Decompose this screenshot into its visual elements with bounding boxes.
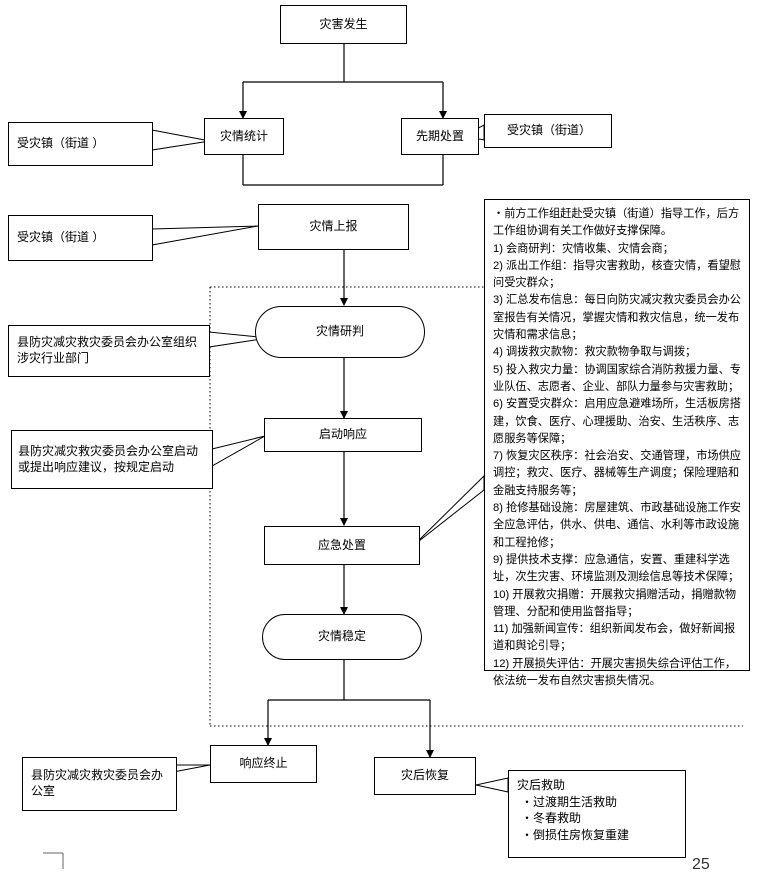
measure-item: 2) 派出工作组：指导灾害救助，核查灾情，看望慰问受灾群众； [493,259,741,290]
node-disaster-stabilized: 灾情稳定 [262,614,422,660]
node-disaster-statistics: 灾情统计 [204,118,284,155]
measure-item: 11) 加强新闻宣传：组织新闻发布会，做好新闻报道和舆论引导； [493,623,736,653]
callout-pointer [475,777,509,793]
measure-item: 8) 抢修基础设施：房屋建筑、市政基础设施工作安全应急评估，供水、供电、通信、水… [493,502,741,549]
relief-item: 倒损住房恢复重建 [521,827,677,844]
relief-list: 过渡期生活救助 冬春救助 倒损住房恢复重建 [517,794,677,844]
note-early-actor: 受灾镇（街道） [484,114,612,148]
note-text: 受灾镇（街道 ） [17,230,105,245]
post-disaster-relief-box: 灾后救助 过渡期生活救助 冬春救助 倒损住房恢复重建 [508,770,686,858]
note-text: 受灾镇（街道 ） [17,136,105,151]
measure-item: 1) 会商研判：灾情收集、灾情会商； [493,242,674,255]
node-response-termination: 响应终止 [210,745,317,783]
relief-title: 灾后救助 [517,778,566,792]
note-launch-actor: 县防灾减灾救灾委员会办公室启动或提出响应建议，按规定启动 [11,430,213,489]
note-assessment-actor: 县防灾减灾救灾委员会办公室组织涉灾行业部门 [8,325,210,377]
note-termination-actor: 县防灾减灾救灾委员会办公室 [22,757,177,811]
measure-item: 12) 开展损失评估：开展灾害损失综合评估工作，依法统一发布自然灾害损失情况。 [493,657,737,688]
node-disaster-report: 灾情上报 [258,204,409,250]
measure-item: 3) 汇总发布信息：每日向防灾减灾救灾委员会办公室报告有关情况，掌握灾情和救灾信… [493,294,741,342]
page-number: 25 [692,856,710,873]
callout-pointer [211,435,266,467]
measure-item: ・前方工作组赶赴受灾镇（街道）指导工作，后方工作组协调有关工作做好支撑保障。 [493,208,740,238]
node-disaster-occurs: 灾害发生 [280,5,407,44]
node-early-response: 先期处置 [401,118,479,155]
measure-item: 6) 安置受灾群众：启用应急避难场所，生活板房搭建，饮食、医疗、心理援助、治安、… [493,398,741,445]
callout-pointer [151,225,259,246]
note-text: 县防灾减灾救灾委员会办公室启动或提出响应建议，按规定启动 [18,443,199,474]
node-disaster-assessment: 灾情研判 [255,306,425,358]
relief-item: 冬春救助 [521,810,677,827]
note-report-actor: 受灾镇（街道 ） [8,215,153,261]
relief-item: 过渡期生活救助 [521,794,677,811]
note-statistics-actor: 受灾镇（街道 ） [8,122,153,166]
node-emergency-handling: 应急处置 [264,526,420,565]
measure-item: 4) 调拨救灾款物：救灾款物争取与调拨； [493,346,697,359]
callout-pointer [151,129,211,151]
callout-pointer [413,474,485,546]
emergency-measures-panel: ・前方工作组赶赴受灾镇（街道）指导工作，后方工作组协调有关工作做好支撑保障。 1… [484,199,750,687]
measure-item: 9) 提供技术支撑：应急通信，安置、重建科学选址，次生灾害、环境监测及测绘信息等… [493,553,740,584]
note-text: 县防灾减灾救灾委员会办公室组织涉灾行业部门 [17,335,198,365]
note-text: 受灾镇（街道） [507,123,592,138]
measure-item: 10) 开展救灾捐赠：开展救灾捐赠活动，捐赠款物管理、分配和使用监督指导； [493,588,737,618]
note-text: 县防灾减灾救灾委员会办公室 [31,768,164,798]
node-launch-response: 启动响应 [264,418,422,452]
node-post-disaster-recovery: 灾后恢复 [374,757,476,795]
measure-item: 7) 恢复灾区秩序：社会治安、交通管理，市场供应调控；救灾、医疗、器械等生产调度… [493,450,741,497]
measure-item: 5) 投入救灾力量：协调国家综合消防救援力量、专业队伍、志愿者、企业、部队力量参… [493,363,741,393]
